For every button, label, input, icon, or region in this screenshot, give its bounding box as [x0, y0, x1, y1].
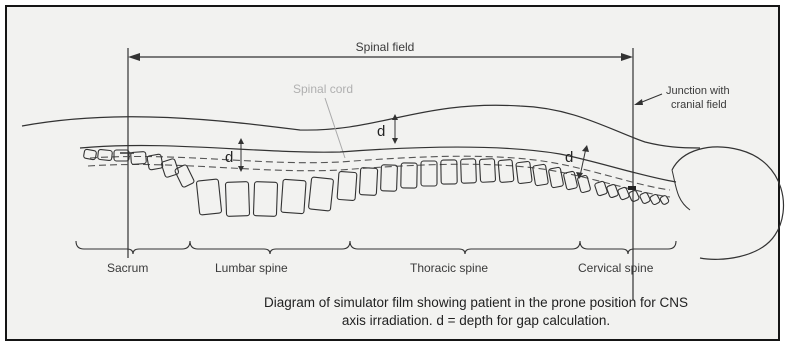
vertebra [308, 177, 333, 211]
vertebra [281, 179, 306, 214]
vertebra [628, 190, 639, 202]
junction-label-line1: Junction with [666, 85, 730, 97]
vertebra [83, 149, 96, 160]
neck-outline [672, 170, 690, 210]
arrowhead-right [621, 53, 633, 61]
region-braces [76, 241, 676, 254]
back-skin-outline [22, 105, 700, 148]
depth-arrowhead-lumbar-top [238, 138, 244, 144]
head-outline [672, 147, 783, 259]
depth-arrow-cervical [580, 148, 586, 176]
depth-arrowhead-cervical-top [582, 145, 589, 152]
depth-arrowhead-thoracic-bottom [392, 138, 398, 144]
spinal-cord-label: Spinal cord [293, 82, 353, 96]
vertebra [196, 179, 221, 215]
cervical-junction-mark [628, 186, 636, 190]
vertebra [253, 182, 277, 217]
region-label-sacrum: Sacrum [107, 261, 148, 275]
vertebra [441, 160, 457, 184]
region-label-thoracic: Thoracic spine [410, 261, 488, 275]
depth-label-lumbar: d [225, 149, 233, 166]
vertebra [359, 168, 377, 196]
depth-markers: d d d [225, 114, 589, 179]
depth-arrowhead-thoracic-top [392, 114, 398, 120]
vertebra [479, 159, 495, 183]
caption-line2: axis irradiation. d = depth for gap calc… [342, 313, 610, 328]
vertebra [516, 161, 532, 184]
region-label-lumbar: Lumbar spine [215, 261, 288, 275]
vertebra [381, 165, 398, 192]
vertebra [563, 171, 578, 190]
junction-arrowhead [634, 99, 643, 105]
vertebra [147, 154, 163, 170]
junction-label-line2: cranial field [671, 99, 727, 111]
region-brace-path [76, 241, 676, 254]
caption-line1: Diagram of simulator film showing patien… [264, 295, 688, 310]
junction-annotation: Junction with cranial field [634, 85, 730, 111]
vertebra [533, 164, 549, 186]
vertebra [498, 159, 514, 182]
vertebra [337, 171, 357, 200]
depth-label-thoracic: d [377, 123, 385, 140]
vertebra [225, 182, 249, 217]
vertebra [114, 150, 129, 161]
region-labels: Sacrum Lumbar spine Thoracic spine Cervi… [107, 261, 654, 275]
region-label-cervical: Cervical spine [578, 261, 654, 275]
depth-label-cervical: d [565, 149, 573, 166]
vertebra [461, 159, 477, 184]
vertebra [401, 163, 417, 188]
arrowhead-left [128, 53, 140, 61]
spinal-field-label: Spinal field [356, 40, 415, 54]
spinal-field-marker: Spinal field [128, 40, 633, 300]
vertebra [98, 149, 113, 160]
